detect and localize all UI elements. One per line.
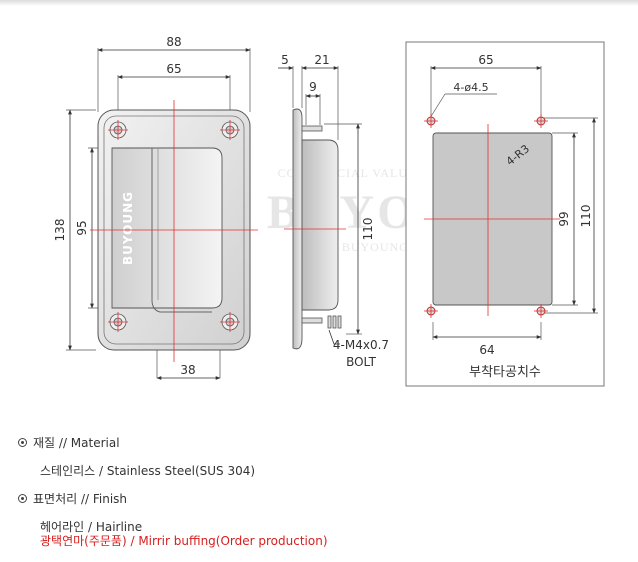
front-centerlines (90, 100, 258, 362)
spec-finish-value-1: 헤어라인 / Hairline (40, 520, 143, 534)
cutout-view: 65 4-ø4.5 4-R3 99 110 64 부착타공치수 (405, 41, 605, 387)
cutout-dim-total-height: 110 (579, 205, 593, 228)
side-body (301, 139, 339, 311)
bullet-icon (18, 438, 27, 447)
cutout-dim-hole-spacing: 65 (478, 53, 493, 67)
top-rule (0, 0, 638, 6)
cutout-title: 부착타공치수 (469, 365, 541, 380)
side-dim-height: 110 (361, 218, 375, 241)
front-view: 88 65 138 95 38 BUYOUNG (53, 35, 258, 380)
front-dim-width: 88 (166, 35, 181, 49)
front-dim-hole-spacing: 65 (166, 62, 181, 76)
side-dim-depth: 21 (314, 53, 329, 67)
front-grip-edge (151, 148, 212, 313)
material-heading-text: 재질 // Material (33, 436, 120, 450)
finish-heading-text: 표면처리 // Finish (33, 492, 128, 506)
front-dim-grip: 38 (180, 363, 195, 377)
cutout-dim-hole: 4-ø4.5 (453, 81, 488, 94)
front-recess (111, 147, 223, 309)
side-dim-flange: 5 (281, 53, 289, 67)
cutout-dim-cut-height: 99 (557, 211, 571, 226)
spec-finish-value-2: 광택연마(주문품) / Mirrir buffing(Order product… (40, 534, 328, 548)
front-dim-height: 138 (53, 219, 67, 242)
side-bolt-spec: 4-M4x0.7 (333, 338, 389, 352)
bullet-icon (18, 494, 27, 503)
front-brand: BUYOUNG (121, 191, 135, 265)
technical-drawing: COMMERCIAL VALUE OF CREATIVITY BUYOUNG B… (53, 35, 605, 387)
spec-material-value: 스테인리스 / Stainless Steel(SUS 304) (40, 464, 256, 478)
spec-material-heading: 재질 // Material (18, 434, 120, 451)
side-bolt-label: BOLT (346, 355, 377, 369)
side-dim-inner: 9 (309, 80, 317, 94)
front-dim-recess-height: 95 (75, 220, 89, 235)
cutout-centerlines (424, 114, 560, 318)
side-studs (301, 125, 342, 329)
cutout-dim-cut-width: 64 (479, 343, 494, 357)
side-view: 5 21 9 110 4-M4x0.7 BOLT (278, 53, 389, 369)
spec-finish-heading: 표면처리 // Finish (18, 490, 127, 507)
